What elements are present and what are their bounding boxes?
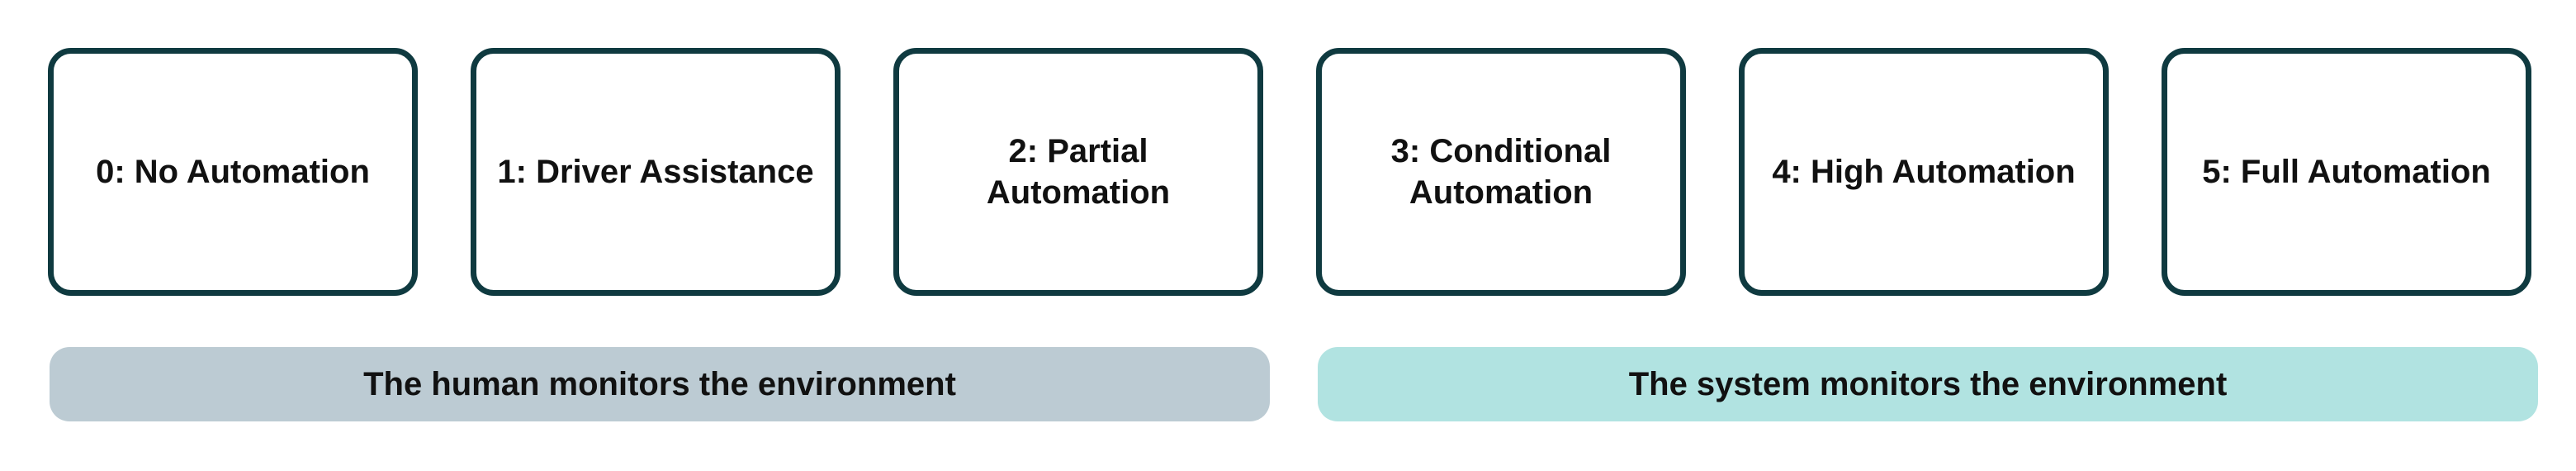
system-monitors-band: The system monitors the environment — [1318, 347, 2538, 421]
human-monitors-band: The human monitors the environment — [50, 347, 1270, 421]
level-2-label: 2: Partial Automation — [986, 133, 1171, 211]
system-monitors-label: The system monitors the environment — [1628, 365, 2228, 402]
level-1-box: 1: Driver Assistance — [471, 48, 841, 296]
level-0-label: 0: No Automation — [96, 154, 370, 190]
level-2-box: 2: Partial Automation — [893, 48, 1263, 296]
level-5-box: 5: Full Automation — [2162, 48, 2531, 296]
level-5-label: 5: Full Automation — [2202, 154, 2491, 190]
level-3-box: 3: Conditional Automation — [1316, 48, 1686, 296]
level-4-box: 4: High Automation — [1739, 48, 2109, 296]
level-1-label: 1: Driver Assistance — [497, 154, 814, 190]
level-3-label: 3: Conditional Automation — [1390, 133, 1612, 211]
level-0-box: 0: No Automation — [48, 48, 418, 296]
level-4-label: 4: High Automation — [1772, 154, 2076, 190]
human-monitors-label: The human monitors the environment — [363, 365, 956, 402]
